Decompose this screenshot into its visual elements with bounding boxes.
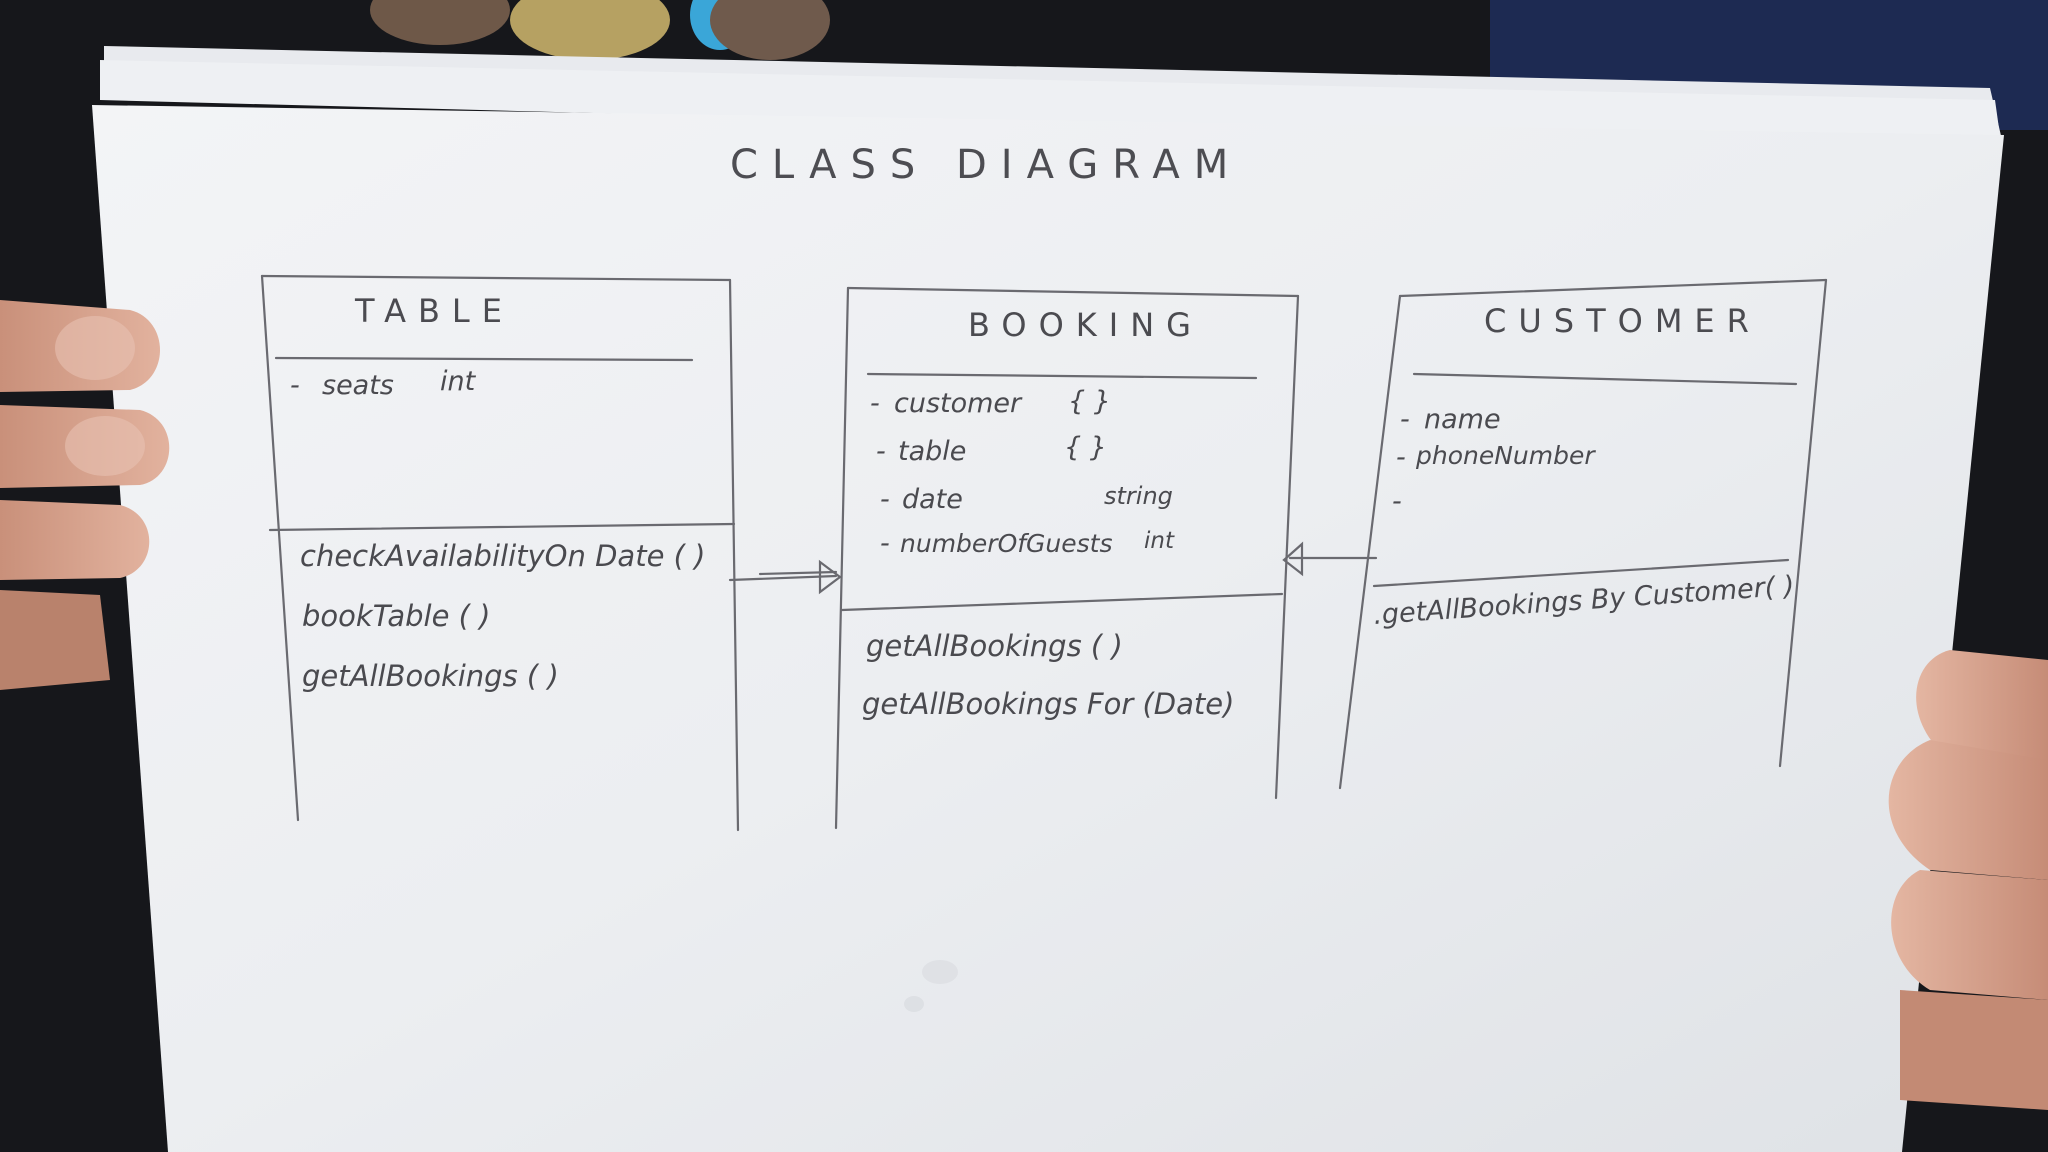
arrowhead-customer-booking xyxy=(1282,541,1304,577)
booking-attr-guests-prefix: - xyxy=(880,528,890,559)
booking-attr-date: date xyxy=(902,484,963,515)
table-method-book-table: bookTable ( ) xyxy=(302,599,491,633)
table-method-get-all-bookings: getAllBookings ( ) xyxy=(302,659,559,693)
table-attr-seats-type: int xyxy=(440,366,477,397)
class-box-table: TABLE - seats int checkAvailabilityOn Da… xyxy=(260,274,740,832)
booking-attr-table: table xyxy=(898,436,966,467)
diagram-title: CLASS DIAGRAM xyxy=(730,142,1242,188)
customer-attr-name-prefix: - xyxy=(1400,404,1410,435)
paper-stack xyxy=(92,46,2004,1152)
class-box-booking: BOOKING - customer { } - table { } - dat… xyxy=(834,286,1300,830)
class-name-booking: BOOKING xyxy=(968,306,1203,344)
booking-method-get-all-bookings: getAllBookings ( ) xyxy=(866,629,1123,663)
customer-attr-phone-prefix: - xyxy=(1396,442,1406,473)
booking-attr-customer-type: { } xyxy=(1068,386,1111,417)
customer-attr-empty-prefix: - xyxy=(1392,486,1402,517)
paper-smudges xyxy=(904,960,958,1012)
class-name-customer: CUSTOMER xyxy=(1484,302,1761,340)
arrowhead-table-booking xyxy=(818,559,842,595)
right-hand xyxy=(1888,650,2048,1110)
booking-attr-customer: customer xyxy=(894,388,1023,419)
customer-attr-name: name xyxy=(1424,404,1501,435)
booking-attr-number-of-guests: numberOfGuests xyxy=(900,529,1113,558)
table-attr-seats: seats xyxy=(322,370,394,401)
relation-customer-to-booking xyxy=(1282,541,1378,577)
table-method-check-availability: checkAvailabilityOn Date ( ) xyxy=(300,539,705,573)
table-attr-seats-prefix: - xyxy=(290,370,300,401)
customer-attr-phone-number: phoneNumber xyxy=(1415,441,1596,470)
booking-attr-table-type: { } xyxy=(1064,432,1107,463)
booking-attr-table-prefix: - xyxy=(876,436,886,467)
relation-table-to-booking xyxy=(728,559,842,595)
booking-attr-customer-prefix: - xyxy=(870,388,880,419)
booking-attr-guests-type: int xyxy=(1144,528,1175,554)
left-hand xyxy=(0,300,170,690)
booking-method-get-all-bookings-for-date: getAllBookings For (Date) xyxy=(862,687,1234,721)
class-name-table: TABLE xyxy=(354,292,514,330)
booking-attr-date-type: string xyxy=(1104,482,1173,510)
booking-attr-date-prefix: - xyxy=(880,484,890,515)
paper-sheet xyxy=(92,105,2004,1152)
